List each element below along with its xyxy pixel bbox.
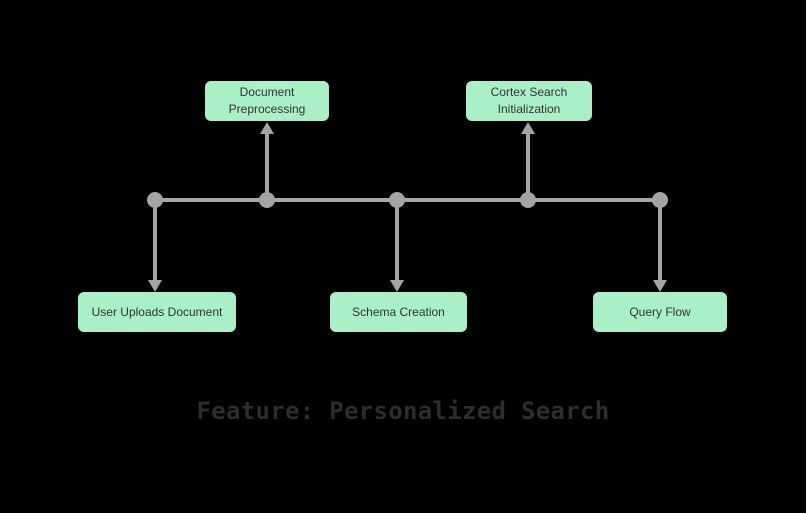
diagram-title: Feature: Personalized Search [196, 397, 610, 425]
junction-dot [259, 192, 275, 208]
node-label: Document Preprocessing [228, 85, 306, 116]
junction-dot [520, 192, 536, 208]
arrowhead-down-icon [653, 280, 667, 292]
node-query-flow: Query Flow [593, 292, 727, 332]
arrowhead-down-icon [148, 280, 162, 292]
junction-dot [652, 192, 668, 208]
node-schema-creation: Schema Creation [330, 292, 467, 332]
node-label: Query Flow [629, 304, 691, 319]
node-user-uploads-document: User Uploads Document [78, 292, 236, 332]
arrowhead-up-icon [521, 122, 535, 134]
node-cortex-search-initialization: Cortex Search Initialization [466, 81, 592, 121]
arrowhead-up-icon [260, 122, 274, 134]
junction-dot [389, 192, 405, 208]
node-document-preprocessing: Document Preprocessing [205, 81, 329, 121]
arrowhead-down-icon [390, 280, 404, 292]
node-label: Cortex Search Initialization [490, 85, 568, 116]
node-label: Schema Creation [352, 304, 445, 319]
junction-dot [147, 192, 163, 208]
node-label: User Uploads Document [91, 304, 223, 319]
